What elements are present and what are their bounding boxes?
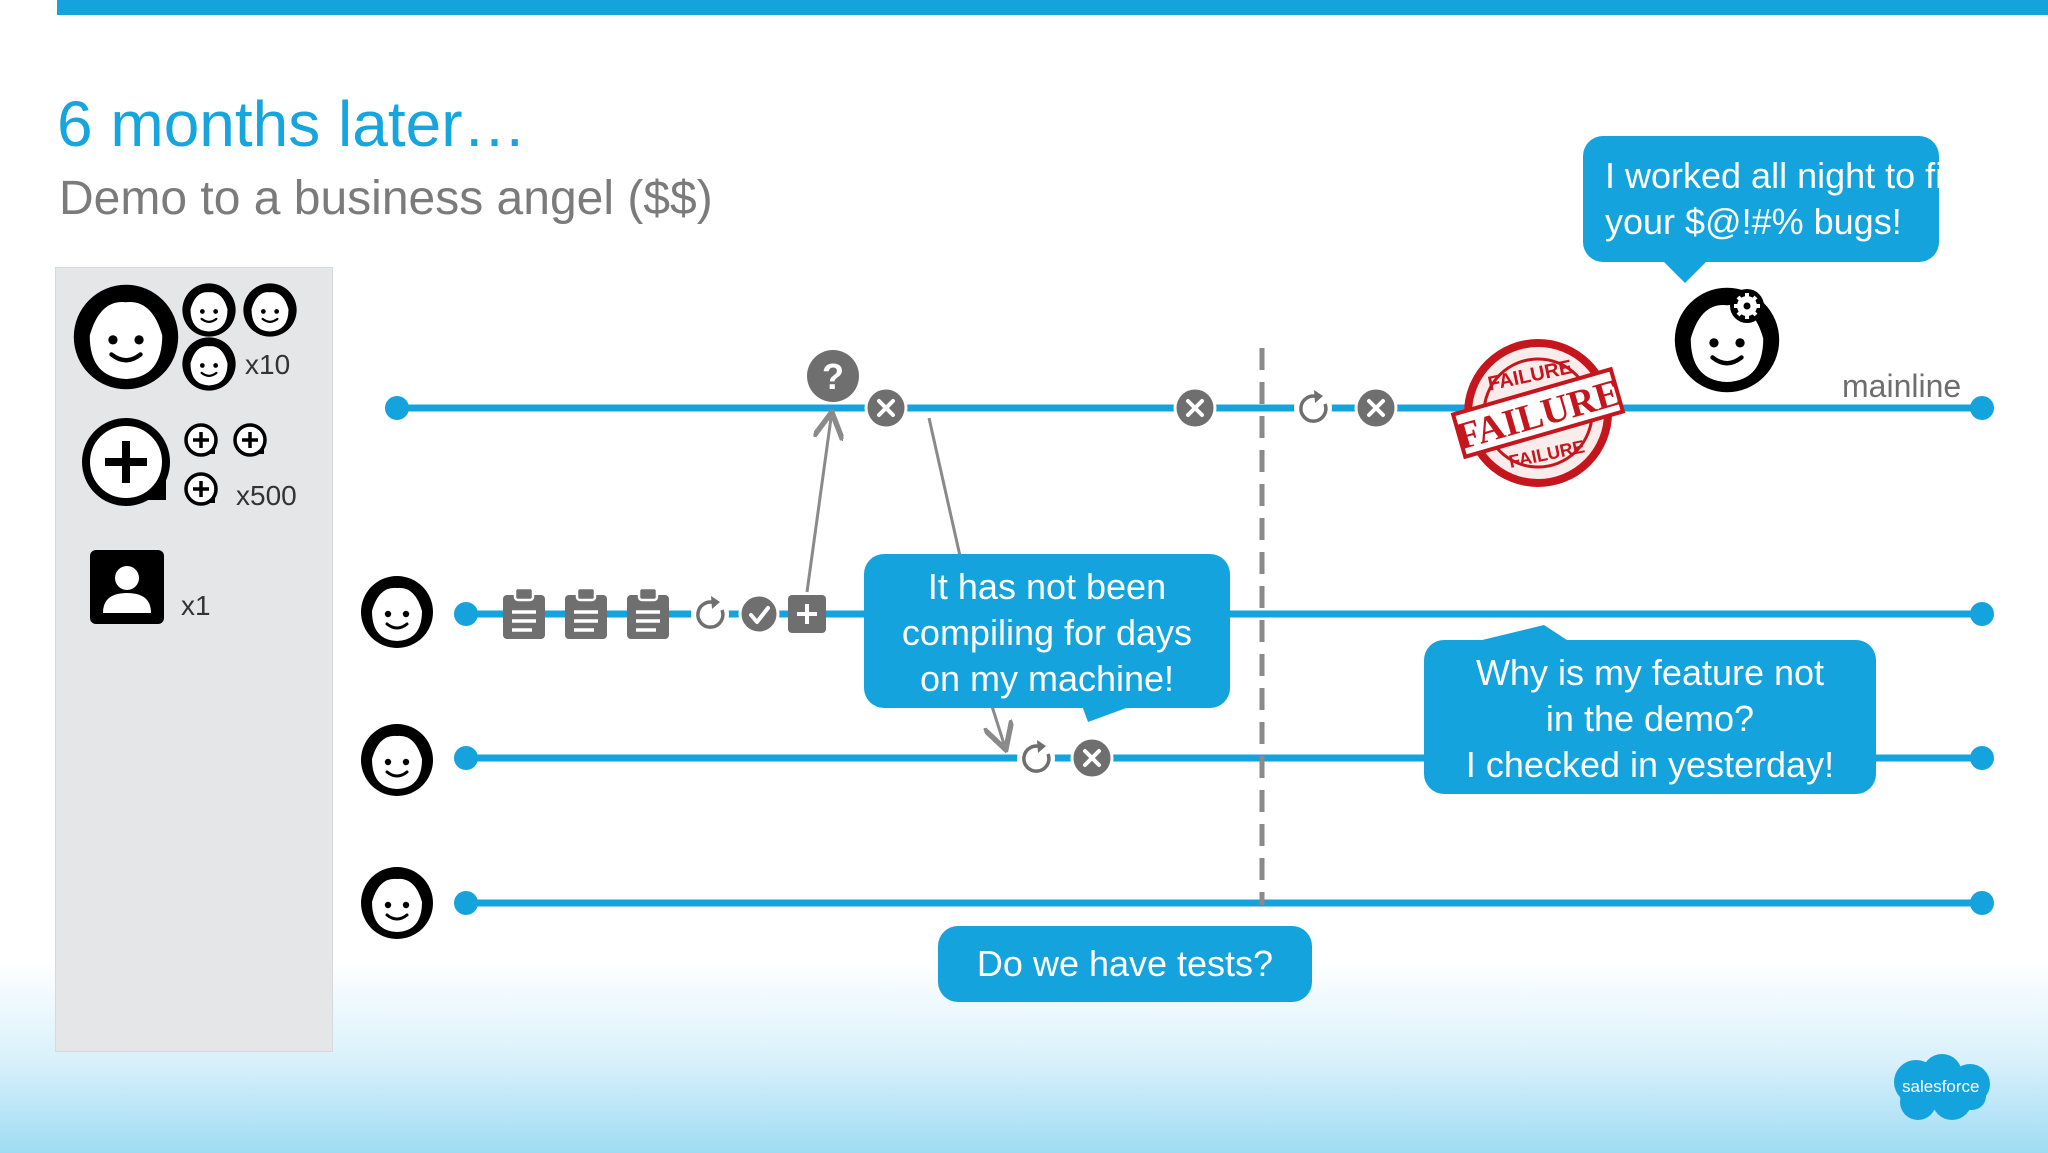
question-icon: ? (807, 350, 859, 402)
compiling-line-1: It has not been (927, 566, 1167, 607)
conflict-line (927, 417, 962, 557)
bubble-tail-admin (1662, 260, 1708, 283)
developer-face-icon (359, 865, 435, 941)
branch-2-end-dot (1970, 746, 1994, 770)
developers-count: x10 (245, 349, 291, 380)
compiling-line-3: on my machine! (919, 658, 1175, 699)
legend-developer-face-large-icon (74, 285, 178, 389)
legend-panel (55, 267, 333, 1052)
admin-quote-line-2: your $@!#% bugs! (1605, 201, 1902, 242)
question-mark-text: ? (822, 356, 844, 397)
legend-manager-icon (90, 550, 164, 624)
add-commit-icon (788, 595, 826, 633)
admin-quote-line-1: I worked all night to fix (1605, 155, 1962, 196)
branch-2-start-dot (454, 746, 478, 770)
slide-title: 6 months later… (57, 88, 527, 160)
clipboard-icon (625, 586, 671, 641)
legend-commit-plus-small-icon (184, 423, 218, 457)
managers-count: x1 (181, 590, 211, 621)
feature-speech-bubble: Why is my feature not in the demo? I che… (1424, 640, 1876, 794)
legend-developer-face-small-icon (181, 336, 237, 392)
tests-question-text: Do we have tests? (976, 943, 1274, 984)
gear-icon (1730, 289, 1764, 323)
developer-face-icon (359, 722, 435, 798)
merge-arrow (805, 418, 831, 593)
commits-count: x500 (236, 480, 297, 511)
legend-commit-plus-small-icon (184, 472, 218, 506)
feature-line-3: I checked in yesterday! (1465, 744, 1835, 785)
compiling-speech-bubble: It has not been compiling for days on my… (864, 554, 1230, 708)
compiling-line-2: compiling for days (901, 612, 1193, 653)
mainline-label: mainline (1842, 368, 1962, 404)
feature-line-1: Why is my feature not (1475, 652, 1825, 693)
salesforce-logo-text: salesforce (1902, 1077, 1980, 1096)
legend-commit-plus-small-icon (233, 423, 267, 457)
slide-subtitle: Demo to a business angel ($$) (59, 172, 713, 225)
clipboard-icon (501, 586, 547, 641)
failed-build-icon (1354, 386, 1398, 430)
legend-commit-plus-large-icon (82, 418, 170, 506)
top-accent-bar (57, 0, 2048, 15)
legend-developer-face-small-icon (242, 282, 298, 338)
mainline-start-dot (385, 396, 409, 420)
mainline-end-dot (1970, 396, 1994, 420)
bubble-tail-feature (1474, 625, 1570, 642)
branch-3-end-dot (1970, 891, 1994, 915)
tests-speech-bubble: Do we have tests? (938, 926, 1312, 1002)
feature-line-2: in the demo? (1545, 698, 1755, 739)
failure-stamp-icon: FAILURE FAILURE FAILURE (1450, 339, 1626, 487)
failed-build-icon (1173, 386, 1217, 430)
admin-speech-bubble: I worked all night to fix your $@!#% bug… (1583, 136, 1962, 262)
developer-face-icon (359, 574, 435, 650)
legend-developer-face-small-icon (181, 282, 237, 338)
failed-build-icon (864, 386, 908, 430)
clipboard-icon (563, 586, 609, 641)
salesforce-cloud-logo (1894, 1054, 1990, 1120)
failed-build-icon (1070, 736, 1114, 780)
branch-1-end-dot (1970, 602, 1994, 626)
branch-3-start-dot (454, 891, 478, 915)
branch-1-start-dot (454, 602, 478, 626)
refresh-icon (1292, 387, 1334, 429)
check-icon (738, 593, 780, 635)
refresh-icon (1015, 737, 1057, 779)
refresh-icon (689, 593, 731, 635)
